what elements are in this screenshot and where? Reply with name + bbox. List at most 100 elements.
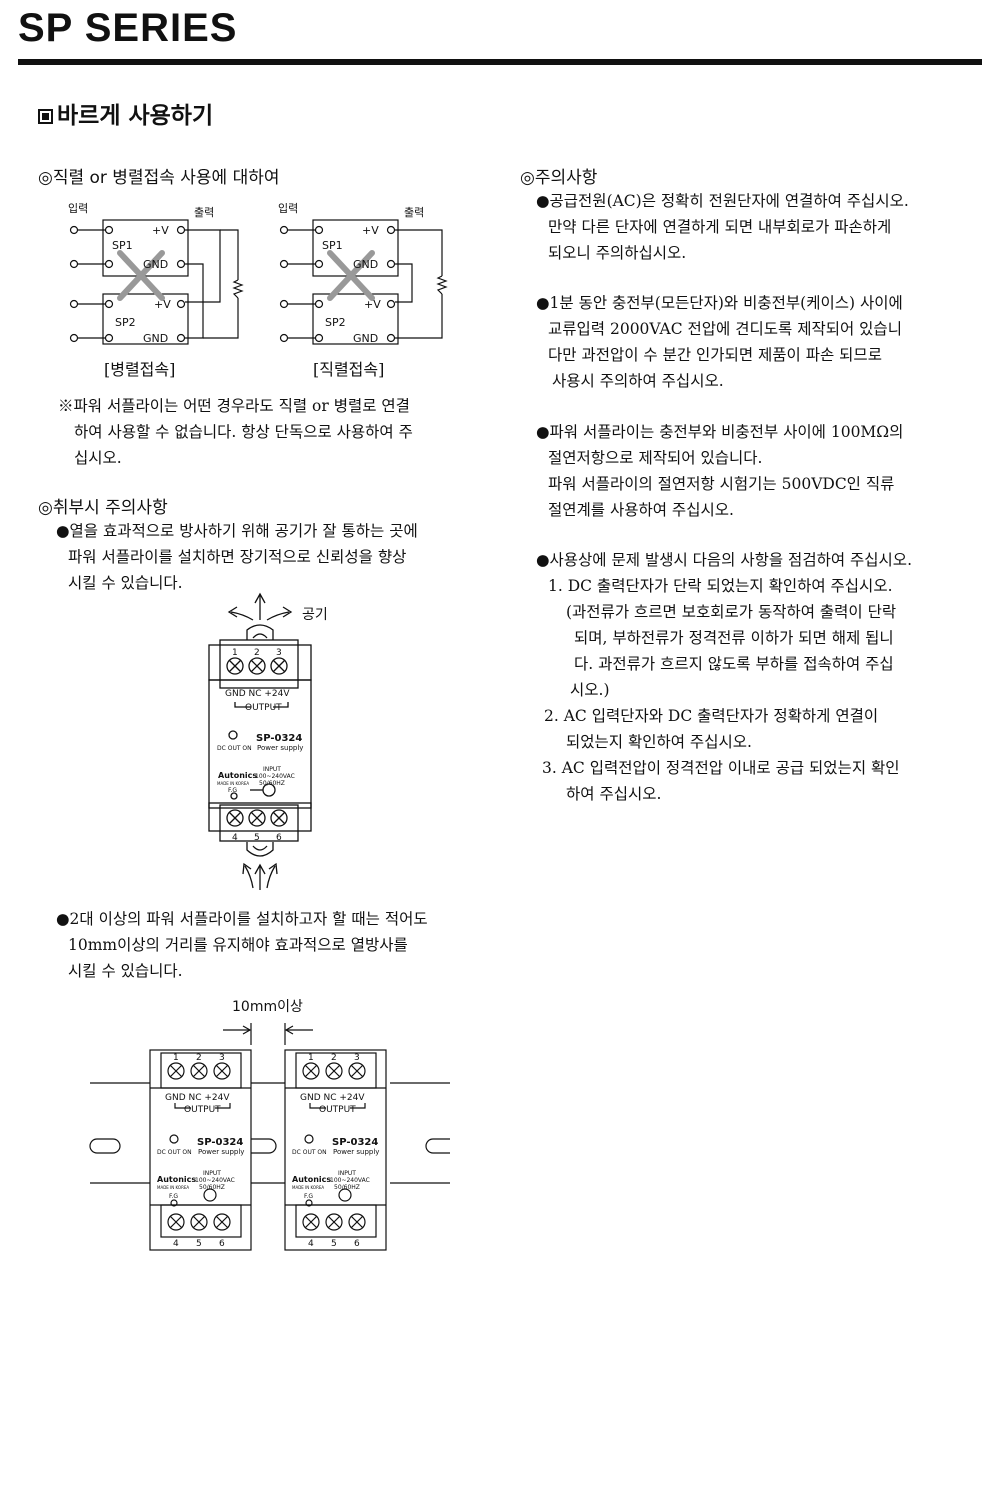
note-line: 십시오.: [74, 449, 122, 467]
b-brand: Autonics: [292, 1175, 331, 1184]
series-parallel-note: ※파워 서플라이는 어떤 경우라도 직렬 or 병렬로 연결 하여 사용할 수 …: [58, 393, 413, 471]
terminal-1: 1: [232, 648, 238, 658]
series-title: SP SERIES: [18, 6, 238, 50]
filled-square-icon: [38, 109, 53, 124]
b-model: SP-0324: [332, 1137, 378, 1148]
p1-line: 시킬 수 있습니다.: [68, 574, 183, 592]
p4-line: 다. 과전류가 흐르지 않도록 부하를 접속하여 주십: [574, 655, 894, 673]
sp2-label-series: SP2: [325, 316, 346, 329]
made-in-label: MADE IN KOREA: [217, 781, 249, 786]
title-rule: [18, 59, 982, 65]
b-terminal-2: 2: [331, 1053, 337, 1063]
brand-logo: Autonics: [218, 771, 257, 780]
p1-line: ●공급전원(AC)은 정확히 전원단자에 연결하여 주십시오.: [536, 192, 909, 210]
gnd-label-p2: GND: [143, 332, 168, 345]
freq-label: 50/60HZ: [259, 780, 285, 787]
p3-line: ●파워 서플라이는 충전부와 비충전부 사이에 100MΩ의: [536, 423, 904, 441]
terminal-4: 4: [232, 833, 238, 843]
p1-line: 되오니 주의하십시오.: [548, 244, 687, 262]
a-brand: Autonics: [157, 1175, 196, 1184]
note-line: ※파워 서플라이는 어떤 경우라도 직렬 or 병렬로 연결: [58, 397, 410, 415]
p4-line: 1. DC 출력단자가 단락 되었는지 확인하여 주십시오.: [548, 577, 893, 595]
p3-line: 파워 서플라이의 절연저항 시험기는 500VDC인 직류: [548, 475, 895, 493]
sp2-label-parallel: SP2: [115, 316, 136, 329]
p3-line: 절연계를 사용하여 주십시오.: [548, 501, 734, 519]
out-labels: GND NC +24V: [225, 689, 290, 699]
a-terminal-3: 3: [219, 1053, 225, 1063]
output-label-parallel: 출력: [194, 206, 214, 219]
handling-p2: ●2대 이상의 파워 서플라이를 설치하고자 할 때는 적어도 10mm이상의 …: [56, 906, 428, 984]
sp1-label-series: SP1: [322, 239, 343, 252]
b-terminal-4: 4: [308, 1239, 314, 1249]
a-voltage: 100~240VAC: [195, 1177, 235, 1184]
a-power-supply: Power supply: [198, 1148, 244, 1156]
p4-line: 하여 주십시오.: [566, 785, 662, 803]
series-parallel-diagram: 입력 출력 SP1 +V GND +V SP2 GND 입력 출력 SP1 +V…: [68, 202, 448, 345]
a-freq: 50/60HZ: [199, 1184, 225, 1191]
dc-out-label: DC OUT ON: [217, 745, 252, 752]
b-fg: F.G: [304, 1193, 313, 1200]
plusv-label-p2: +V: [154, 298, 171, 311]
a-terminal-6: 6: [219, 1239, 225, 1249]
p4-line: ●사용상에 문제 발생시 다음의 사항을 점검하여 주십시오.: [536, 551, 912, 569]
section-title-text: 바르게 사용하기: [57, 103, 214, 129]
handling-p1: ●열을 효과적으로 방사하기 위해 공기가 잘 통하는 곳에 파워 서플라이를 …: [56, 518, 418, 596]
sp1-label-parallel: SP1: [112, 239, 133, 252]
b-output-label: OUTPUT: [319, 1105, 356, 1115]
caution-p1: ●공급전원(AC)은 정확히 전원단자에 연결하여 주십시오. 만약 다른 단자…: [536, 188, 909, 266]
power-supply-label: Power supply: [257, 744, 303, 752]
terminal-5: 5: [254, 833, 260, 843]
device-airflow-diagram: 1 2 3 GND NC +24V OUTPUT SP-0324 DC OUT …: [208, 592, 312, 890]
fg-label: F.G: [228, 787, 237, 794]
b-power-supply: Power supply: [333, 1148, 379, 1156]
b-terminal-1: 1: [308, 1053, 314, 1063]
p2-line: 교류입력 2000VAC 전압에 견디도록 제작되어 있습니: [548, 320, 902, 338]
terminal-3: 3: [276, 648, 282, 658]
air-label: 공기: [302, 607, 328, 623]
series-parallel-heading: ◎직렬 or 병렬접속 사용에 대하여: [38, 168, 280, 188]
b-terminal-6: 6: [354, 1239, 360, 1249]
terminal-6: 6: [276, 833, 282, 843]
b-input: INPUT: [338, 1170, 356, 1177]
note-line: 하여 사용할 수 없습니다. 항상 단독으로 사용하여 주: [74, 423, 413, 441]
gnd-label-p1: GND: [143, 258, 168, 271]
two-devices-diagram: 1 2 3 GND NC +24V OUTPUT SP-0324 DC OUT …: [89, 1023, 450, 1251]
caution-p3: ●파워 서플라이는 충전부와 비충전부 사이에 100MΩ의 절연저항으로 제작…: [536, 419, 903, 523]
plusv-label-s2: +V: [364, 298, 381, 311]
voltage-label: 100~240VAC: [255, 773, 295, 780]
p2-line: ●1분 동안 충전부(모든단자)와 비충전부(케이스) 사이에: [536, 294, 903, 312]
b-made-in: MADE IN KOREA: [292, 1185, 324, 1190]
p2-line: 10mm이상의 거리를 유지해야 효과적으로 열방사를: [68, 936, 408, 954]
b-dc-out: DC OUT ON: [292, 1149, 327, 1156]
caution-p2: ●1분 동안 충전부(모든단자)와 비충전부(케이스) 사이에 교류입력 200…: [536, 290, 903, 394]
p4-line: 3. AC 입력전압이 정격전압 이내로 공급 되었는지 확인: [542, 759, 900, 777]
p2-line: 사용시 주의하여 주십시오.: [552, 372, 724, 390]
b-out-labels: GND NC +24V: [300, 1093, 365, 1103]
series-caption: [직렬접속]: [313, 360, 385, 379]
gnd-label-s1: GND: [353, 258, 378, 271]
b-terminal-3: 3: [354, 1053, 360, 1063]
a-fg: F.G: [169, 1193, 178, 1200]
a-terminal-2: 2: [196, 1053, 202, 1063]
caution-p4: ●사용상에 문제 발생시 다음의 사항을 점검하여 주십시오. 1. DC 출력…: [536, 547, 912, 807]
p3-line: 절연저항으로 제작되어 있습니다.: [548, 449, 763, 467]
gap-label: 10mm이상: [232, 999, 303, 1015]
terminal-2: 2: [254, 648, 260, 658]
gnd-label-s2: GND: [353, 332, 378, 345]
p4-line: 되었는지 확인하여 주십시오.: [566, 733, 752, 751]
model-label: SP-0324: [256, 733, 302, 744]
p2-line: 시킬 수 있습니다.: [68, 962, 183, 980]
p4-line: 2. AC 입력단자와 DC 출력단자가 정확하게 연결이: [544, 707, 879, 725]
p1-line: 파워 서플라이를 설치하면 장기적으로 신뢰성을 향상: [68, 548, 407, 566]
plusv-label-s1: +V: [362, 224, 379, 237]
p4-line: (과전류가 흐르면 보호회로가 동작하여 출력이 단락: [566, 603, 897, 621]
a-out-labels: GND NC +24V: [165, 1093, 230, 1103]
input-label-parallel: 입력: [68, 202, 88, 215]
a-terminal-4: 4: [173, 1239, 179, 1249]
parallel-caption: [병렬접속]: [104, 360, 176, 379]
caution-heading: ◎주의사항: [520, 168, 598, 188]
a-input: INPUT: [203, 1170, 221, 1177]
a-output-label: OUTPUT: [184, 1105, 221, 1115]
p2-line: ●2대 이상의 파워 서플라이를 설치하고자 할 때는 적어도: [56, 910, 428, 928]
a-dc-out: DC OUT ON: [157, 1149, 192, 1156]
